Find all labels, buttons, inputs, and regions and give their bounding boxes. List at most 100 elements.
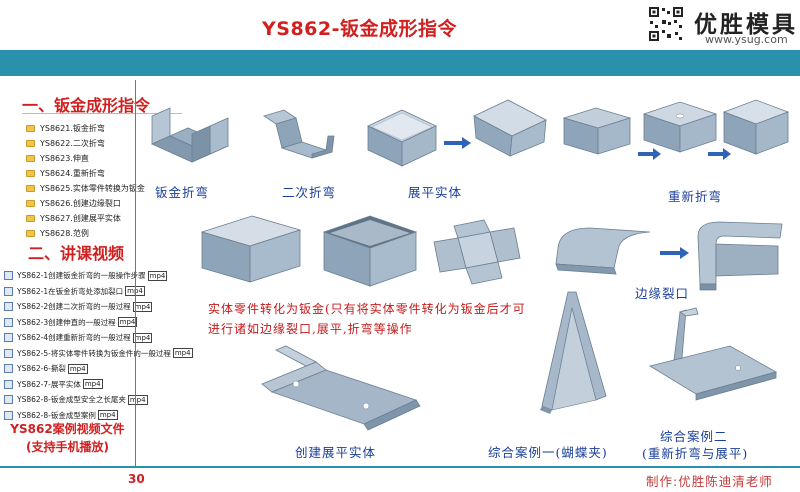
- video-label: YS862-3创建伸直的一般过程: [17, 317, 116, 327]
- arrow-right-icon: [660, 247, 689, 259]
- video-label: YS862-8-钣金成型案例: [17, 410, 96, 420]
- caption-case2-title: 综合案例二: [660, 429, 728, 444]
- video-file-icon: [4, 364, 13, 374]
- video-label: YS862-5-将实体零件转换为钣金件的一般过程: [17, 348, 171, 358]
- folder-icon: [26, 215, 35, 222]
- panel-divider: [135, 80, 136, 480]
- video-label: YS862-7-展平实体: [17, 379, 81, 389]
- folder-item[interactable]: YS8623.伸直: [26, 151, 145, 166]
- brand-name: 优胜模具: [694, 12, 798, 38]
- folder-item[interactable]: YS8626.创建边缘裂口: [26, 196, 145, 211]
- video-file-icon: [4, 286, 13, 296]
- file-ext: mp4: [67, 363, 88, 374]
- folder-icon: [26, 230, 35, 237]
- video-file-subnote: (支持手机播放): [26, 440, 109, 454]
- page-number: 30: [128, 472, 145, 486]
- folder-item[interactable]: YS8628.范例: [26, 226, 145, 241]
- section-title-videos: 二、讲课视频: [28, 244, 125, 263]
- folder-icon: [26, 200, 35, 207]
- video-file-icon: [4, 410, 13, 420]
- video-label: YS862-6-撕裂: [17, 364, 66, 374]
- folder-item[interactable]: YS8625.实体零件转换为钣金: [26, 181, 145, 196]
- file-ext: mp4: [132, 332, 153, 343]
- rebend-step1-illustration: [562, 107, 632, 155]
- rebend-step2-illustration: [642, 101, 718, 153]
- folded-box-illustration: [367, 109, 437, 167]
- folder-icon: [26, 170, 35, 177]
- rebend-step3-illustration: [722, 99, 790, 155]
- flat-solid-part-illustration: [261, 345, 421, 431]
- file-ext: mp4: [172, 348, 193, 359]
- file-ext: mp4: [117, 317, 138, 328]
- folder-item[interactable]: YS8622.二次折弯: [26, 136, 145, 151]
- video-file-note: YS862案例视频文件: [10, 422, 125, 436]
- folder-item[interactable]: YS8627.创建展平实体: [26, 211, 145, 226]
- header: YS862-钣金成形指令 优胜模具 www.ysug.com: [0, 0, 800, 50]
- edge-rip-illustration: [697, 221, 783, 291]
- folder-icon: [26, 155, 35, 162]
- video-label: YS862-1创建钣金折弯的一般操作步骤: [17, 271, 146, 281]
- butterfly-clip-illustration: [540, 291, 607, 414]
- caption-flatten-solid: 展平实体: [408, 185, 463, 200]
- footer: [0, 466, 800, 492]
- folder-label: YS8627.创建展平实体: [40, 214, 121, 223]
- section-divider: [22, 113, 182, 114]
- caption-sheet-bend: 钣金折弯: [155, 185, 210, 200]
- folder-label: YS8625.实体零件转换为钣金: [40, 184, 145, 193]
- footer-divider: [0, 466, 800, 468]
- arrow-right-icon: [708, 148, 731, 160]
- caption-edge-rip: 边缘裂口: [635, 286, 690, 301]
- video-file-icon: [4, 271, 13, 281]
- folder-label: YS8628.范例: [40, 229, 89, 238]
- video-file-icon: [4, 317, 13, 327]
- file-ext: mp4: [82, 379, 103, 390]
- sheet-bend-illustration: [151, 107, 229, 163]
- video-label: YS862-4创建重新折弯的一般过程: [17, 333, 131, 343]
- folder-label: YS8621.钣金折弯: [40, 124, 105, 133]
- caption-case2-subtitle: (重新折弯与展平): [642, 446, 749, 461]
- page-title: YS862-钣金成形指令: [262, 18, 457, 40]
- curved-sheet-illustration: [555, 227, 651, 275]
- section-title-commands: 一、钣金成形指令: [22, 96, 151, 115]
- hollow-box-illustration: [322, 215, 418, 287]
- video-file-icon: [4, 348, 13, 358]
- folder-item[interactable]: YS8621.钣金折弯: [26, 121, 145, 136]
- caption-rebend: 重新折弯: [668, 189, 723, 204]
- brand-url: www.ysug.com: [705, 33, 788, 46]
- second-bend-illustration: [263, 109, 335, 159]
- case2-part-illustration: [648, 307, 778, 401]
- accent-bar: [0, 50, 800, 76]
- folder-label: YS8623.伸直: [40, 154, 89, 163]
- caption-case1: 综合案例一(蝴蝶夹): [488, 445, 608, 460]
- conversion-description: 实体零件转化为钣金(只有将实体零件转化为钣金后才可进行诸如边缘裂口,展平,折弯等…: [208, 302, 526, 336]
- file-ext: mp4: [127, 394, 148, 405]
- folder-item[interactable]: YS8624.重新折弯: [26, 166, 145, 181]
- video-file-icon: [4, 379, 13, 389]
- flat-pattern-illustration: [433, 219, 521, 285]
- video-label: YS862-1在钣金折弯处添加裂口: [17, 286, 124, 296]
- folder-list: YS8621.钣金折弯 YS8622.二次折弯 YS8623.伸直 YS8624…: [26, 121, 145, 241]
- qr-code-icon: [648, 6, 684, 42]
- file-ext: mp4: [132, 301, 153, 312]
- video-label: YS862-2创建二次折弯的一般过程: [17, 302, 131, 312]
- file-ext: mp4: [147, 270, 168, 281]
- video-item[interactable]: YS862-1在钣金折弯处添加裂口mp4: [4, 284, 193, 300]
- folder-icon: [26, 185, 35, 192]
- solid-box-illustration: [200, 215, 302, 283]
- caption-second-bend: 二次折弯: [282, 185, 337, 200]
- folder-label: YS8624.重新折弯: [40, 169, 105, 178]
- arrow-right-icon: [638, 148, 661, 160]
- folder-label: YS8622.二次折弯: [40, 139, 105, 148]
- author-credit: 制作:优胜陈迪清老师: [646, 474, 773, 489]
- video-file-icon: [4, 333, 13, 343]
